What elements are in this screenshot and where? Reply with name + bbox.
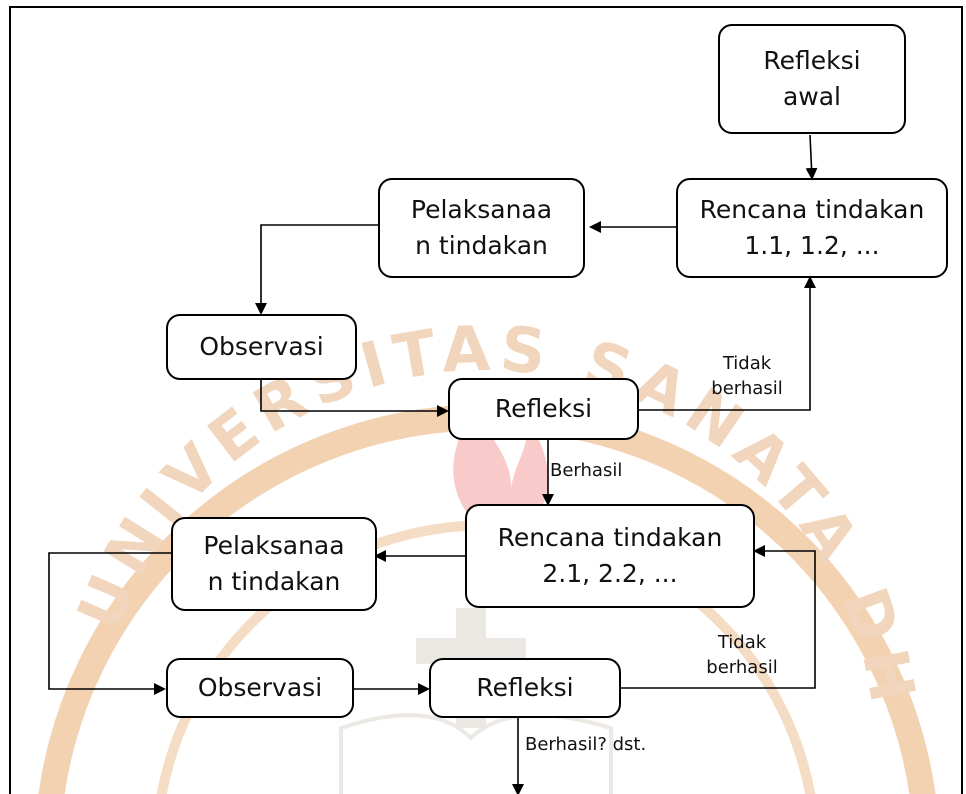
node-refleksi-2: Refleksi xyxy=(429,658,621,718)
node-refleksi-1: Refleksi xyxy=(448,378,639,440)
arrow-refleksi-1-to-rencana-1 xyxy=(638,276,816,411)
arrow-pelaksanaan-2-to-observasi-2 xyxy=(48,552,171,695)
label-tidak-berhasil-1: Tidak berhasil xyxy=(711,353,783,400)
label-berhasil-1: Berhasil xyxy=(550,460,623,481)
node-observasi-2: Observasi xyxy=(166,658,354,718)
arrow-refleksi-awal-to-rencana-1 xyxy=(805,134,818,180)
diagram-frame: UNIVERSITAS SANATA DHARMA xyxy=(9,6,963,794)
arrow-refleksi-2-to-rencana-2 xyxy=(621,545,816,689)
label-berhasil-dst: Berhasil? dst. xyxy=(525,734,647,755)
node-observasi-1: Observasi xyxy=(166,314,357,380)
arrow-observasi-1-to-refleksi-1 xyxy=(260,379,449,417)
label-tidak-berhasil-2: Tidak berhasil xyxy=(706,632,778,679)
flow-connectors xyxy=(48,134,818,794)
arrow-pelaksanaan-1-to-observasi-1 xyxy=(255,224,378,315)
